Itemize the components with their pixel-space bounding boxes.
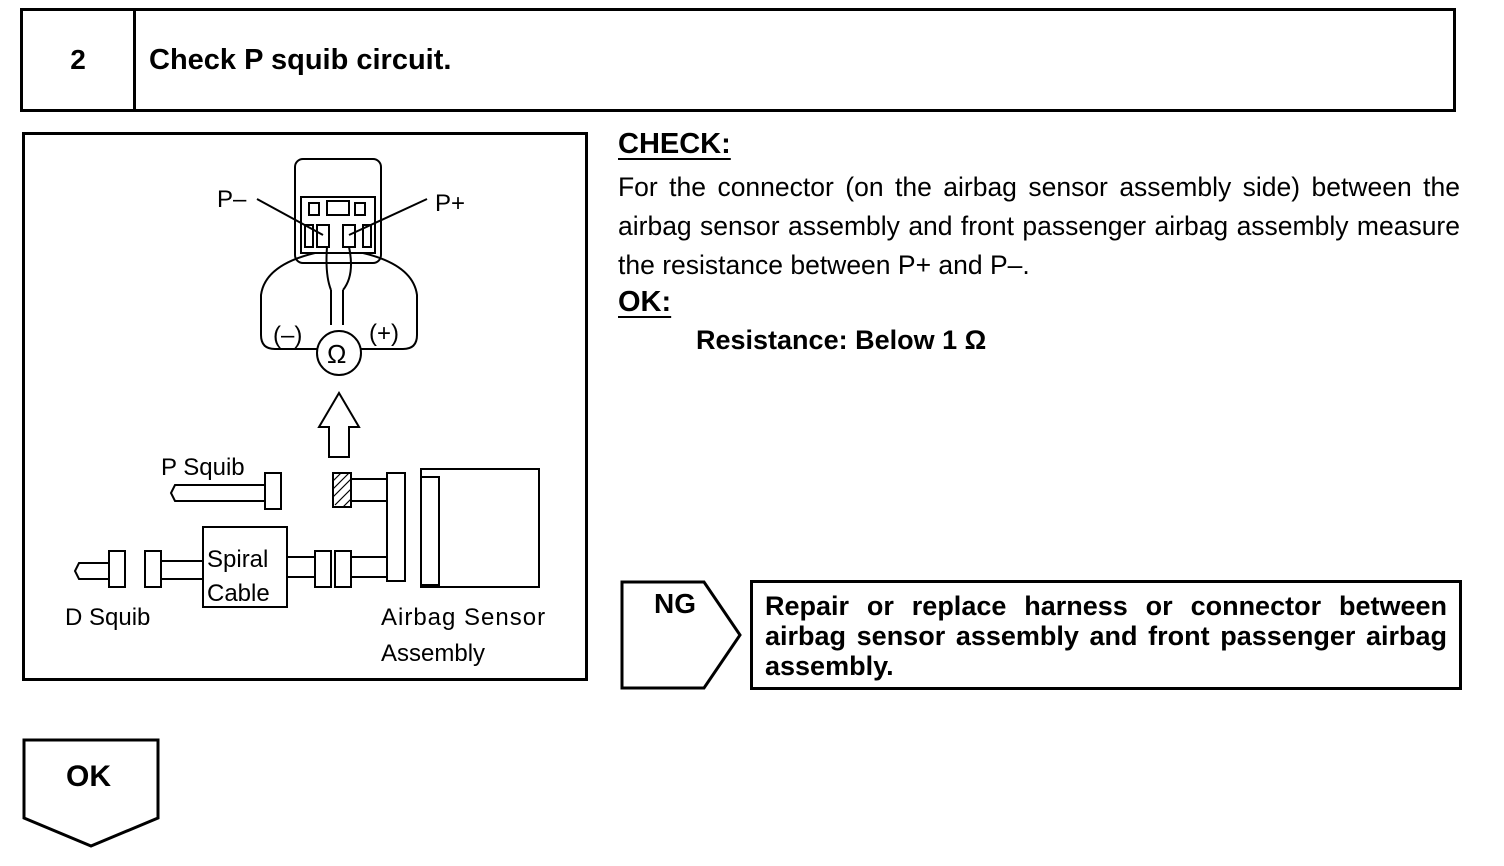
spiral-cable-box — [202, 526, 288, 608]
check-instructions: For the connector (on the airbag sensor … — [618, 172, 1460, 280]
sensor-connector — [332, 472, 352, 508]
connector-face — [300, 196, 376, 254]
label-cable: Cable — [207, 580, 270, 607]
p-squib-connector — [264, 472, 282, 510]
step-title: Check P squib circuit. — [149, 43, 452, 76]
d-squib-body — [73, 562, 110, 580]
sensor-connector-block — [386, 472, 406, 582]
label-negative: (–) — [273, 322, 302, 349]
label-d-squib: D Squib — [65, 604, 150, 631]
wiring-diagram-figure: P– P+ (–) (+) Ω P Squib D Squib Spiral C… — [22, 132, 588, 681]
p-squib-body — [169, 484, 266, 502]
ng-label: NG — [654, 588, 696, 619]
ok-arrow-shape — [22, 738, 160, 848]
label-ohm: Ω — [327, 339, 346, 369]
label-positive: (+) — [369, 320, 399, 347]
d-squib-connector — [108, 550, 126, 588]
resistance-spec: Resistance: Below 1 Ω — [696, 325, 987, 355]
ohmmeter-symbol — [316, 330, 362, 376]
wiring-diagram: P– P+ (–) (+) Ω P Squib D Squib Spiral C… — [65, 158, 546, 667]
terminal-p-minus — [316, 224, 330, 248]
ng-action-text: Repair or replace harness or connector b… — [765, 591, 1447, 681]
label-assembly: Assembly — [381, 640, 485, 667]
label-spiral: Spiral — [207, 546, 268, 573]
label-p-plus: P+ — [435, 190, 465, 217]
ng-arrow-shape — [620, 580, 742, 690]
ng-action-box: Repair or replace harness or connector b… — [750, 580, 1462, 690]
ok-next-label: OK — [66, 760, 111, 793]
arrow-up — [317, 391, 361, 458]
step-number: 2 — [23, 11, 136, 109]
label-p-minus: P– — [217, 186, 247, 213]
ok-heading: OK: — [618, 286, 672, 318]
check-heading: CHECK: — [618, 128, 731, 160]
label-airbag-sensor: Airbag Sensor — [381, 604, 546, 631]
step-header: 2 Check P squib circuit. — [20, 8, 1456, 112]
terminal-p-plus — [342, 224, 356, 248]
connector-housing — [294, 158, 382, 264]
label-p-squib: P Squib — [161, 454, 245, 481]
